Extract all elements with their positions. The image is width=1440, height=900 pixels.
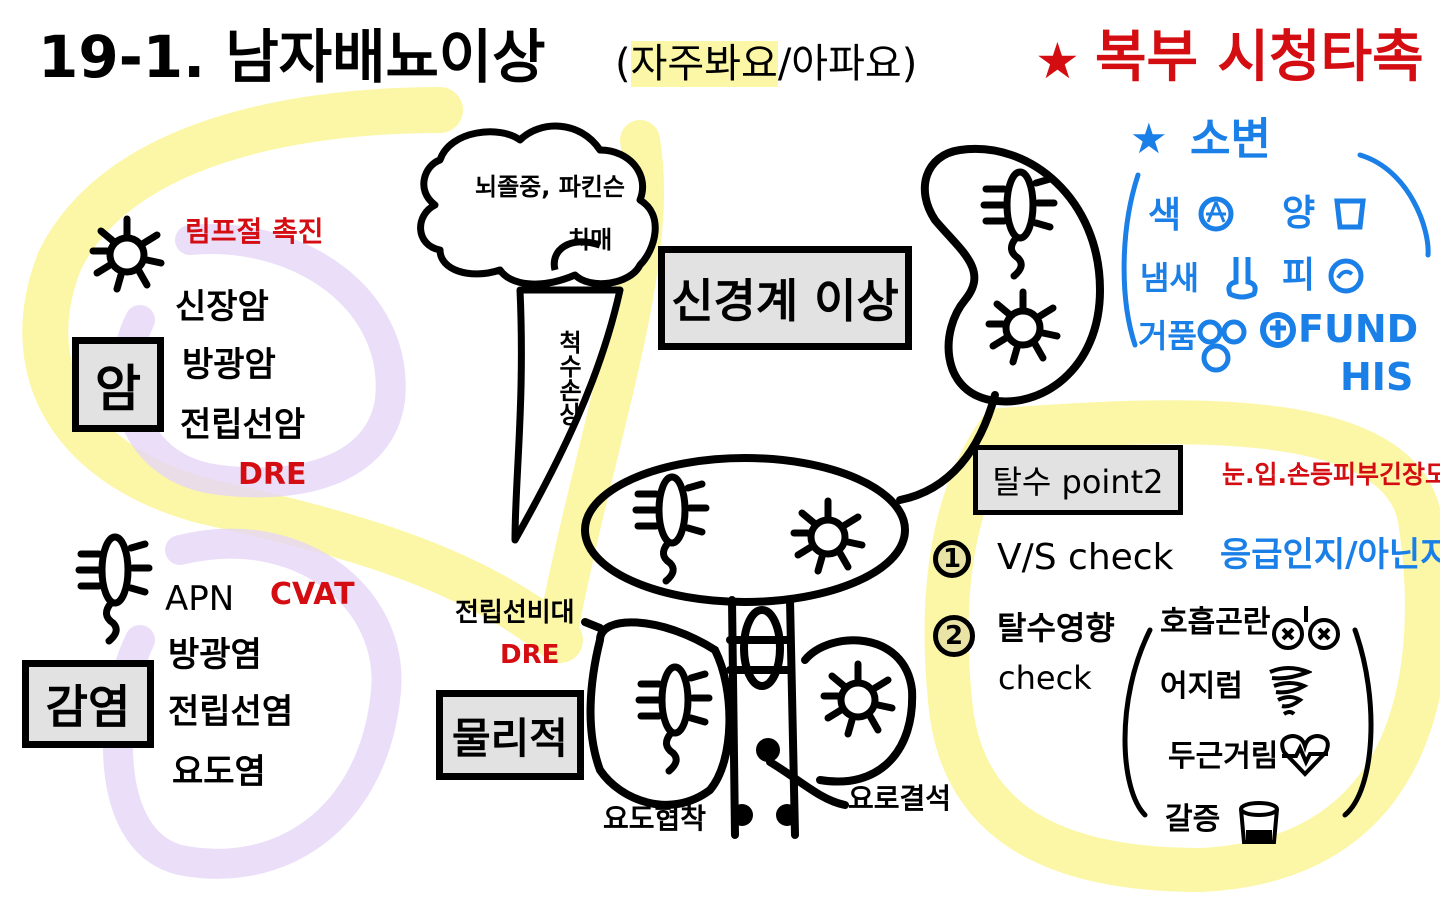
title-subtitle: (자주봐요/아파요) (615, 41, 918, 87)
urine-smell: 냄새 (1140, 259, 1199, 297)
nose-icon (1226, 257, 1258, 300)
test-his: HIS (1340, 355, 1414, 399)
step-1-text: V/S check (997, 537, 1174, 578)
cancer-item: 전립선암 (180, 405, 306, 445)
urine-color: 색 (1148, 195, 1182, 236)
bubbles-icon (1197, 319, 1247, 373)
neuro-box: 신경계 이상 (658, 246, 912, 350)
stricture-label: 요도협착 (603, 802, 707, 835)
test-fund: FUND (1298, 307, 1419, 351)
cloud-text-dementia: 치매 (568, 226, 613, 254)
cancer-item: 방광암 (182, 345, 276, 385)
urine-foam: 거품 (1138, 317, 1197, 355)
urine-title: 소변 (1190, 114, 1271, 165)
dehydration-box: 탈수 point2 (973, 445, 1183, 515)
urine-bracket (1121, 152, 1431, 348)
kidney-drawing (581, 144, 1105, 839)
subtitle-highlight: 자주봐요 (630, 41, 778, 87)
spinal-injury-text: 척수손상 (554, 330, 582, 426)
symptom-bracket (1122, 627, 1374, 818)
cancer-box: 암 (72, 337, 164, 432)
cancer-dre: DRE (238, 457, 307, 492)
symptom-thirst: 갈증 (1165, 802, 1221, 837)
color-wheel-icon (1198, 196, 1234, 232)
infection-item: 방광염 (168, 635, 262, 675)
step-2-badge: 2 (933, 615, 975, 657)
heart-icon (1280, 733, 1330, 777)
cup-icon (1239, 801, 1279, 844)
infection-cvat: CVAT (270, 577, 355, 612)
urine-amount: 양 (1282, 193, 1316, 234)
lymph-node-note: 림프절 촉진 (185, 215, 324, 248)
symptom-dyspnea: 호흡곤란 (1160, 605, 1271, 640)
plus-circle-icon (1260, 312, 1296, 348)
cloud-text-stroke: 뇌졸중, 파킨슨 (475, 173, 625, 201)
urine-blood: 피 (1282, 255, 1316, 296)
lungs-icon (1272, 606, 1340, 650)
bph-label: 전립선비대 (455, 598, 575, 628)
step-1-badge: 1 (933, 540, 971, 578)
drop-icon (1328, 258, 1364, 294)
stone-label: 요로결석 (848, 782, 952, 815)
urine-star-icon: ★ (1130, 114, 1168, 163)
infection-box: 감염 (22, 660, 154, 748)
symptom-palpitation: 두근거림 (1168, 739, 1279, 774)
exam-title: 복부 시청타촉 (1095, 25, 1424, 90)
step-1-note: 응급인지/아닌지 (1220, 535, 1440, 575)
step-2-check: check (998, 659, 1092, 697)
physical-box: 물리적 (436, 690, 584, 780)
symptom-dizziness: 어지럼 (1160, 669, 1243, 704)
cancer-item: 신장암 (175, 287, 269, 327)
paren: ( (615, 41, 631, 87)
cup-icon (1334, 198, 1366, 230)
stone-dots (731, 738, 798, 826)
tornado-icon (1269, 666, 1312, 716)
infection-item: APN (165, 579, 235, 619)
bph-dre: DRE (500, 640, 560, 670)
infection-item: 요도염 (172, 752, 266, 792)
infection-item: 전립선염 (168, 692, 294, 732)
step-2-text: 탈수영향 (997, 609, 1115, 647)
star-icon: ★ (1035, 32, 1080, 90)
brain-cloud (417, 122, 659, 544)
page-title: 19-1. 남자배뇨이상 (38, 23, 546, 91)
dehydration-signs: 눈.입.손등피부긴장도 (1222, 460, 1440, 489)
subtitle-rest: /아파요) (777, 41, 918, 87)
